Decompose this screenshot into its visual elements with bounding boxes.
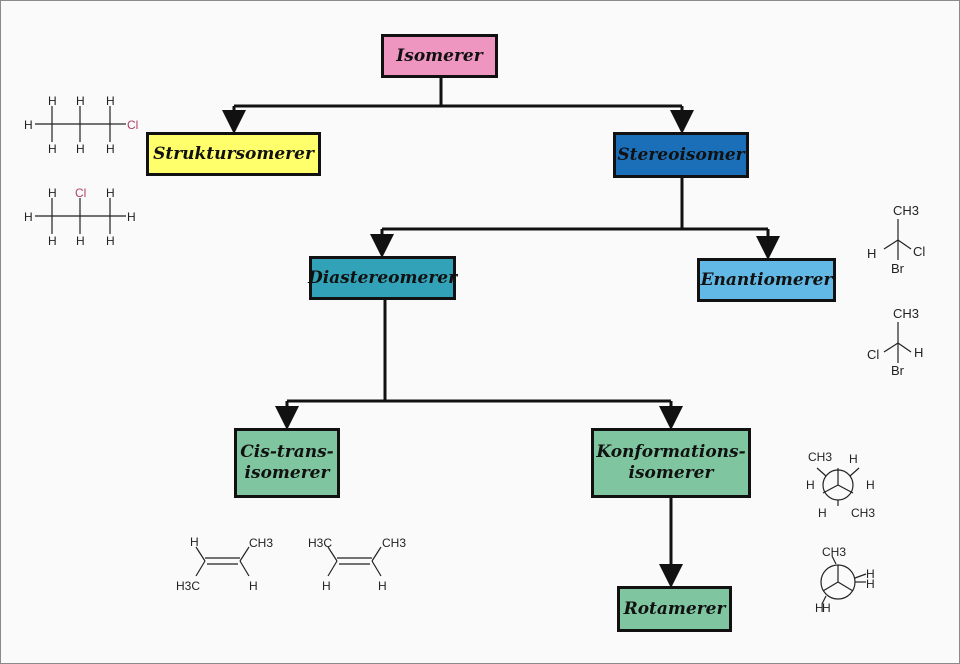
svg-text:CH3: CH3 bbox=[822, 545, 846, 559]
svg-text:H: H bbox=[849, 452, 858, 466]
node-stereoisomer-label: Stereoisomer bbox=[617, 144, 745, 165]
node-diastereomerer-label: Diastereomerer bbox=[307, 267, 458, 288]
svg-text:Cl: Cl bbox=[913, 244, 925, 259]
svg-text:CH3: CH3 bbox=[382, 536, 406, 550]
svg-text:H3C: H3C bbox=[308, 536, 332, 550]
svg-text:Br: Br bbox=[891, 261, 905, 276]
svg-text:H: H bbox=[822, 601, 831, 615]
node-isomerer-label: Isomerer bbox=[396, 45, 483, 66]
svg-text:H: H bbox=[24, 118, 33, 132]
svg-text:H: H bbox=[106, 94, 115, 108]
newman-projection-staggered: CH3 H H H H CH3 bbox=[806, 450, 875, 520]
svg-text:H: H bbox=[76, 234, 85, 248]
svg-text:Cl: Cl bbox=[867, 347, 879, 362]
svg-text:CH3: CH3 bbox=[893, 203, 919, 218]
svg-text:H: H bbox=[48, 94, 57, 108]
svg-text:CH3: CH3 bbox=[808, 450, 832, 464]
svg-text:H: H bbox=[322, 579, 331, 593]
molecule-2-chloropropane: H Cl H H H H H H bbox=[24, 186, 136, 248]
node-rotamerer-label: Rotamerer bbox=[623, 598, 726, 619]
svg-text:H: H bbox=[815, 601, 824, 615]
node-isomerer: Isomerer bbox=[381, 34, 498, 78]
node-strukturisomerer-label: Struktursomerer bbox=[153, 143, 314, 164]
svg-text:H: H bbox=[806, 478, 815, 492]
svg-text:H: H bbox=[249, 579, 258, 593]
node-cis-trans-isomerer: Cis-trans- isomerer bbox=[234, 428, 340, 498]
svg-text:H: H bbox=[127, 210, 136, 224]
svg-text:CH3: CH3 bbox=[249, 536, 273, 550]
node-stereoisomer: Stereoisomer bbox=[613, 132, 749, 178]
svg-text:H: H bbox=[106, 142, 115, 156]
svg-text:H: H bbox=[106, 234, 115, 248]
node-cis-trans-label: Cis-trans- isomerer bbox=[240, 442, 334, 483]
svg-text:H: H bbox=[48, 142, 57, 156]
node-rotamerer: Rotamerer bbox=[617, 586, 732, 632]
newman-projection-eclipsed: CH3 H H H H bbox=[815, 545, 875, 615]
svg-text:H: H bbox=[106, 186, 115, 200]
molecule-enantiomer-2: CH3 Cl H Br bbox=[867, 306, 923, 378]
svg-text:H: H bbox=[190, 535, 199, 549]
node-enantiomerer: Enantiomerer bbox=[697, 258, 836, 302]
svg-text:H: H bbox=[76, 142, 85, 156]
svg-text:CH3: CH3 bbox=[851, 506, 875, 520]
svg-text:H: H bbox=[76, 94, 85, 108]
molecule-1-chloropropane: H H H H H H H Cl bbox=[24, 94, 138, 156]
svg-text:H: H bbox=[866, 567, 875, 581]
svg-text:Cl: Cl bbox=[75, 186, 86, 200]
node-enantiomerer-label: Enantiomerer bbox=[700, 269, 833, 290]
svg-text:H3C: H3C bbox=[176, 579, 200, 593]
node-strukturisomerer: Struktursomerer bbox=[146, 132, 321, 176]
molecule-enantiomer-1: CH3 H Cl Br bbox=[867, 203, 925, 276]
svg-text:H: H bbox=[866, 577, 875, 591]
svg-text:CH3: CH3 bbox=[893, 306, 919, 321]
svg-text:H: H bbox=[866, 478, 875, 492]
svg-text:H: H bbox=[378, 579, 387, 593]
molecule-trans-2-butene: H CH3 H3C H bbox=[176, 535, 273, 593]
node-konformation-label: Konformations- isomerer bbox=[596, 442, 746, 483]
svg-text:H: H bbox=[914, 345, 923, 360]
svg-text:H: H bbox=[818, 506, 827, 520]
svg-text:H: H bbox=[48, 186, 57, 200]
svg-text:H: H bbox=[48, 234, 57, 248]
molecule-cis-2-butene: H3C CH3 H H bbox=[308, 536, 406, 593]
svg-text:Br: Br bbox=[891, 363, 905, 378]
svg-text:H: H bbox=[867, 246, 876, 261]
svg-text:H: H bbox=[24, 210, 33, 224]
node-diastereomerer: Diastereomerer bbox=[307, 256, 458, 300]
svg-text:Cl: Cl bbox=[127, 118, 138, 132]
node-konformationsisomerer: Konformations- isomerer bbox=[591, 428, 751, 498]
